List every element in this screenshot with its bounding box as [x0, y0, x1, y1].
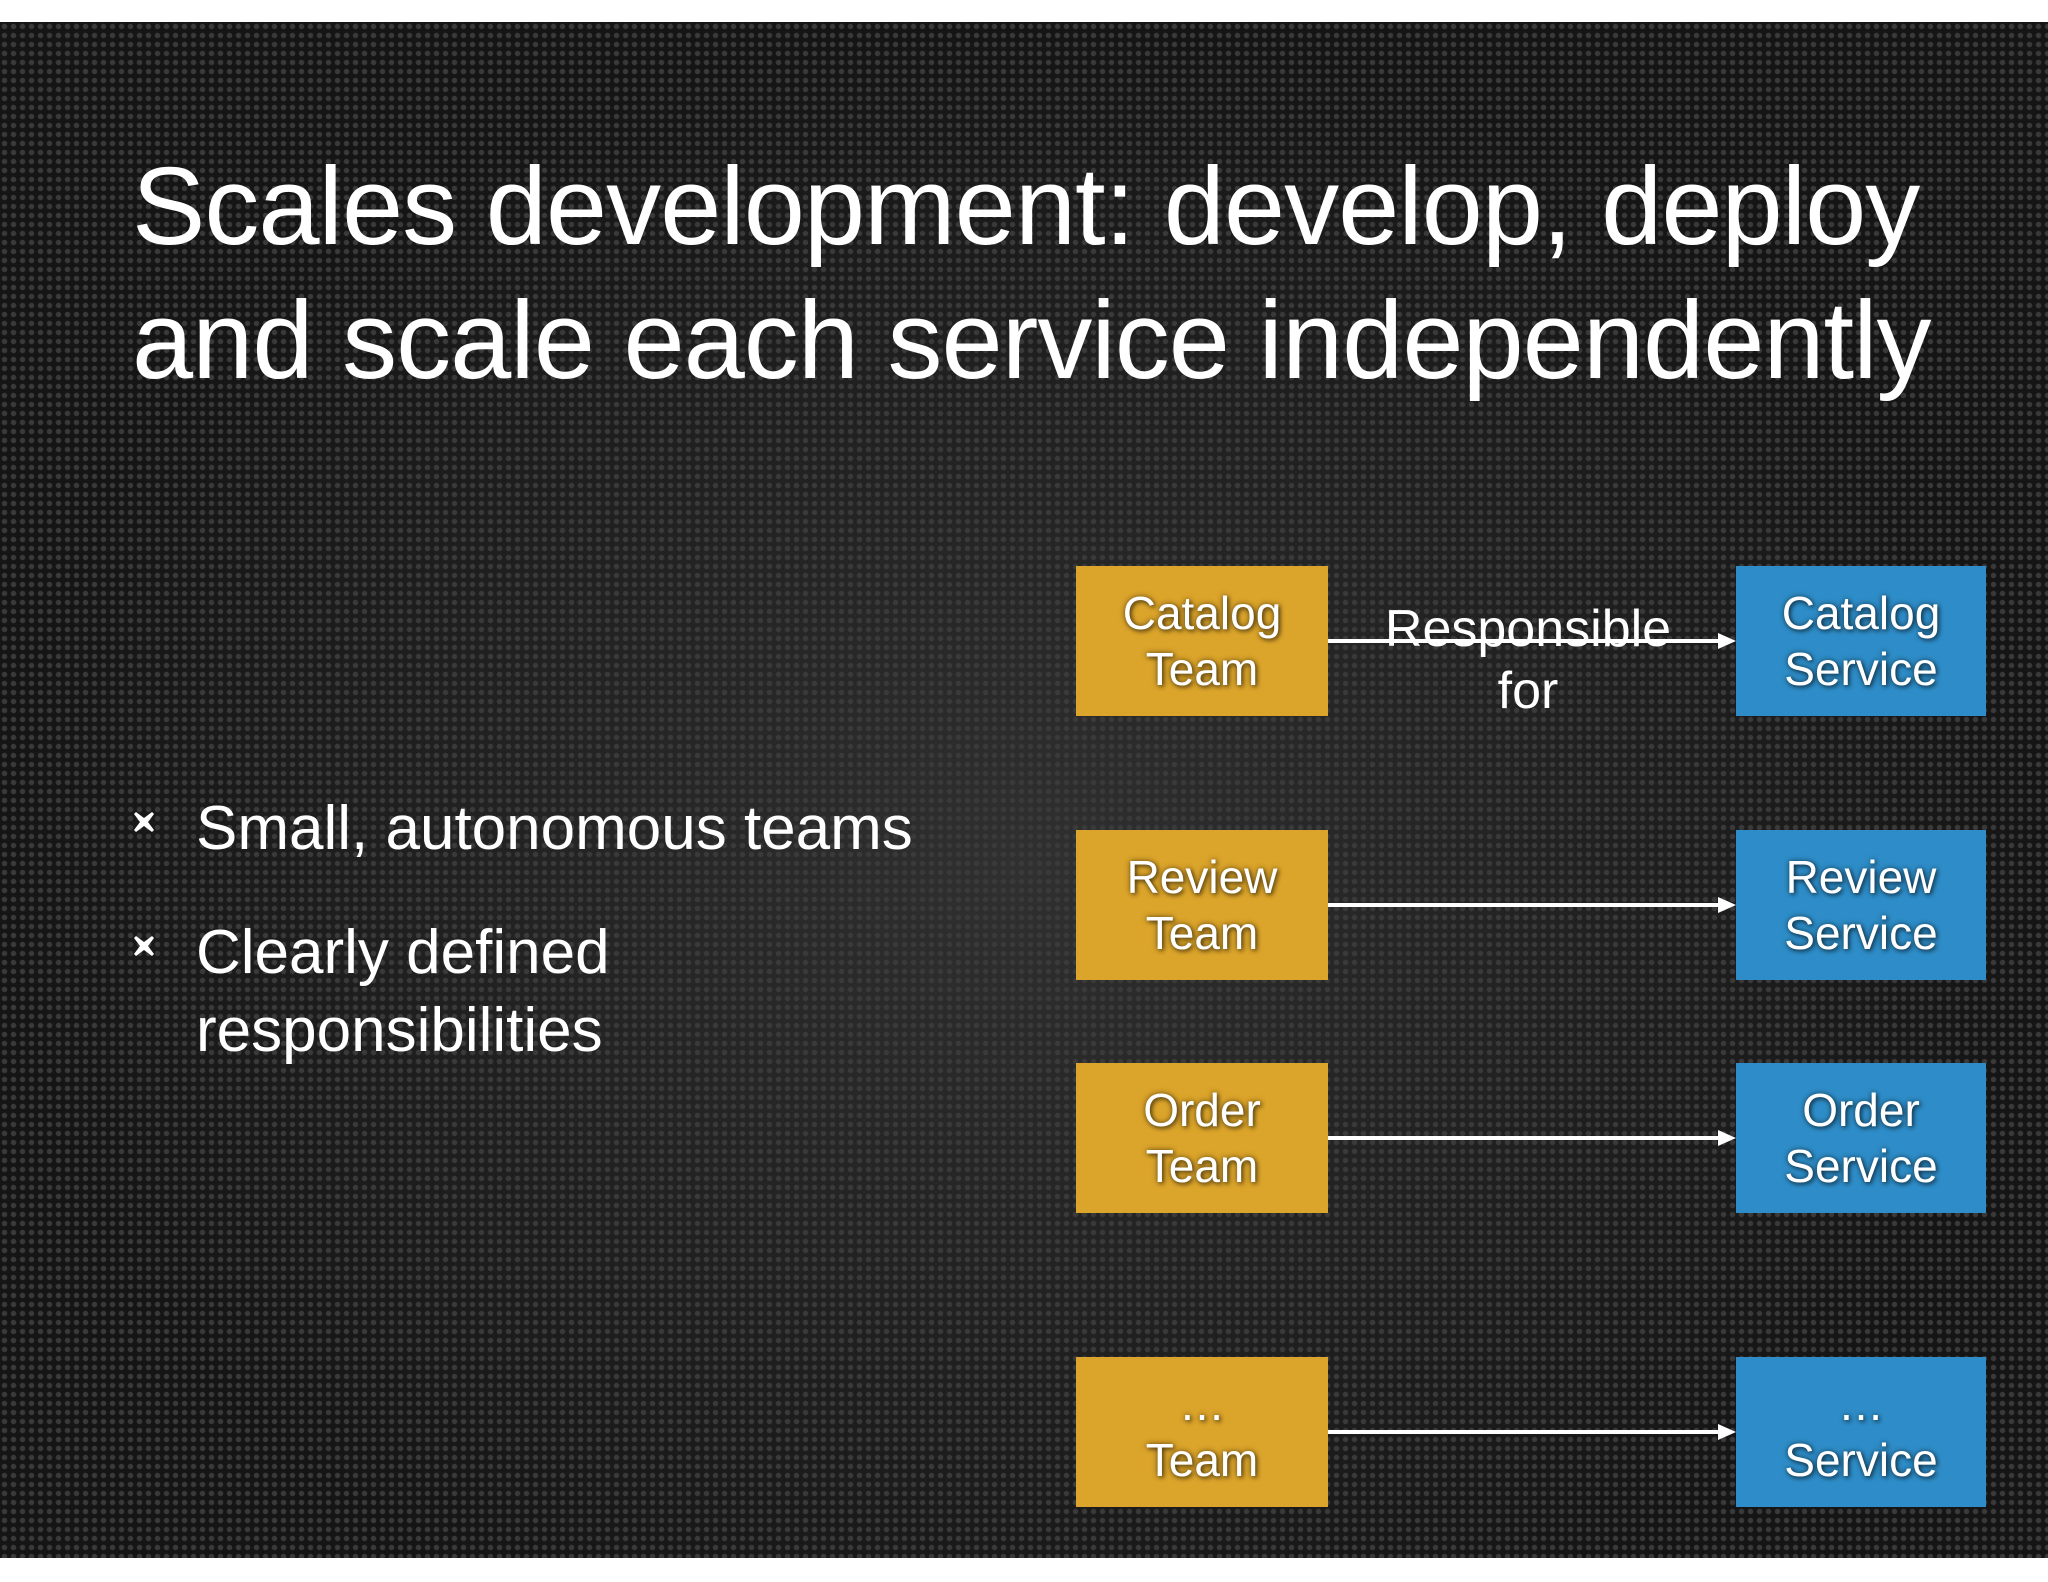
service-box-line-1: Order: [1802, 1084, 1920, 1136]
service-box-line-2: Service: [1784, 907, 1938, 959]
service-box-line-2: Service: [1784, 643, 1938, 695]
relation-label-line-2: for: [1497, 662, 1559, 720]
service-box-catalog: Catalog Service: [1736, 566, 1986, 716]
service-box-line-1: Review: [1785, 851, 1937, 903]
team-box-line-2: Team: [1145, 1140, 1259, 1192]
bullet-text-line-2: responsibilities: [196, 996, 603, 1065]
service-box-line-1: Catalog: [1781, 587, 1941, 639]
service-box-review: Review Service: [1736, 830, 1986, 980]
bullet-marker-icon: [132, 810, 156, 834]
team-box-line-1: Catalog: [1122, 587, 1282, 639]
bullet-item-responsibilities: Clearly defined responsibilities: [130, 914, 980, 1070]
bullet-item-small-teams: Small, autonomous teams: [130, 790, 980, 868]
slide: Scales development: develop, deploy and …: [0, 22, 2048, 1558]
team-box-line-1: Order: [1143, 1084, 1261, 1136]
team-box-line-2: Team: [1145, 1434, 1259, 1486]
slide-title: Scales development: develop, deploy and …: [132, 140, 1952, 408]
team-box-line-1: Review: [1126, 851, 1278, 903]
relation-label-line-1: Responsible: [1384, 600, 1672, 658]
team-box-order: Order Team: [1076, 1063, 1328, 1213]
arrow-other: [1328, 1422, 1736, 1442]
team-box-line-2: Team: [1145, 907, 1259, 959]
arrow-review: [1328, 895, 1736, 915]
service-box-order: Order Service: [1736, 1063, 1986, 1213]
service-box-line-2: Service: [1784, 1434, 1938, 1486]
service-box-line-2: Service: [1784, 1140, 1938, 1192]
bullet-list: Small, autonomous teams Clearly defined …: [130, 790, 980, 1116]
slide-title-line-2: and scale each service independently: [132, 279, 1932, 402]
bullet-text-line-1: Clearly defined: [196, 918, 610, 987]
team-box-line-2: Team: [1145, 643, 1259, 695]
arrow-order: [1328, 1128, 1736, 1148]
team-box-catalog: Catalog Team: [1076, 566, 1328, 716]
slide-title-line-1: Scales development: develop, deploy: [132, 145, 1920, 268]
bullet-text: Small, autonomous teams: [196, 794, 913, 863]
team-box-review: Review Team: [1076, 830, 1328, 980]
service-box-line-1: …: [1838, 1378, 1884, 1430]
relation-label: Responsible for: [1328, 598, 1728, 722]
arrow-catalog: [1328, 631, 1736, 651]
team-box-line-1: …: [1179, 1378, 1225, 1430]
service-box-other: … Service: [1736, 1357, 1986, 1507]
bullet-marker-icon: [132, 934, 156, 958]
team-box-other: … Team: [1076, 1357, 1328, 1507]
